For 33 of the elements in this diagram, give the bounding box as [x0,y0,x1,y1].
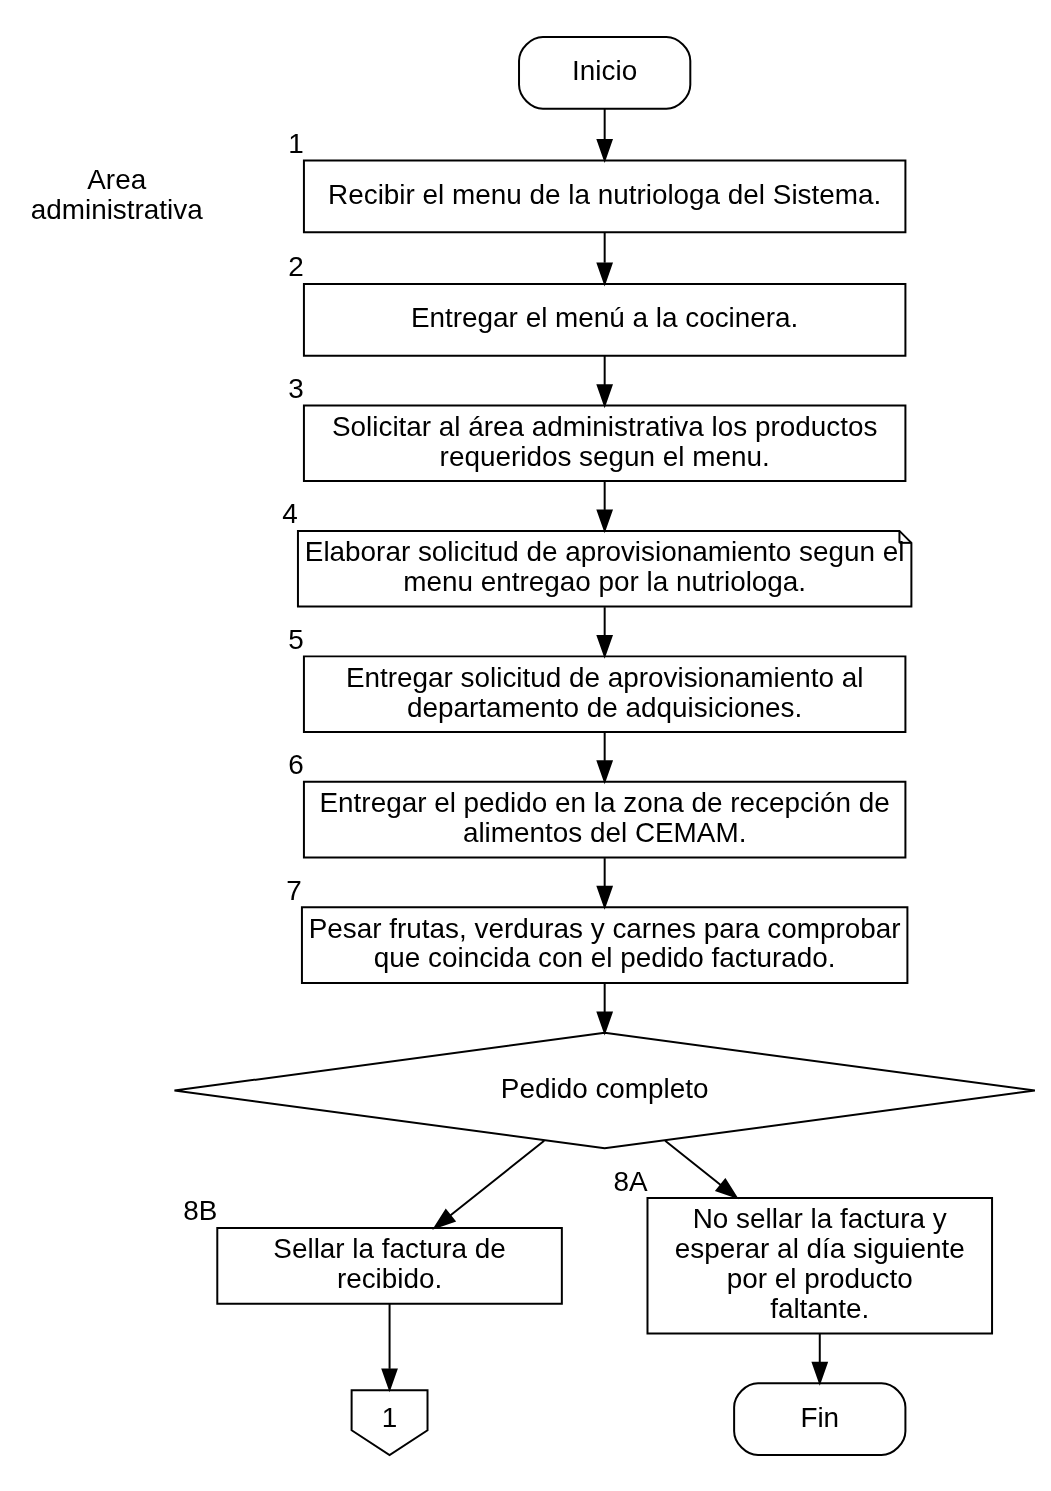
node-label: 8B [183,1194,218,1226]
node-box: Solicitar al área administrativa los productos requeridos segun el menu. [302,403,907,482]
arrow [596,605,614,659]
node-box: Entregar el menú a la cocinera. [302,282,907,357]
node-label: 8A [613,1165,648,1197]
arrow [664,1139,739,1199]
node-label: 6 [288,748,304,780]
node-box: Sellar la factura de recibido. [216,1226,563,1305]
arrow [811,1332,829,1386]
arrow [381,1302,398,1392]
node-label: 2 [288,250,304,282]
arrow [596,354,614,408]
arrow [596,230,614,286]
node-label: 5 [288,623,304,655]
arrow [596,856,614,910]
node-box: Fin [733,1381,907,1456]
arrow [596,107,614,163]
node-label: 4 [282,497,298,529]
node-box: No sellar la factura y esperar al día siguiente por el producto faltante. [646,1196,994,1335]
node-box: Recibir el menu de la nutriologa del Sistema. [302,158,907,233]
node-box: Inicio [518,35,692,110]
arrow [596,982,614,1035]
arrow [432,1139,546,1230]
node-box: Entregar el pedido en la zona de recepción de alimentos del CEMAM. [302,780,907,859]
node-label: 1 [288,127,304,159]
label: Area administrativa [30,163,203,225]
node-diamond: Pedido completo [173,1031,1036,1149]
arrow [596,480,614,533]
node-label: 3 [288,372,304,404]
node-box: Pesar frutas, verduras y carnes para comprobar que coincida con el pedido facturado. [300,905,909,984]
node-label: 7 [286,874,302,906]
node-box: Entregar solicitud de aprovisionamiento al departamento de adquisiciones. [302,654,907,733]
arrow [596,731,614,784]
